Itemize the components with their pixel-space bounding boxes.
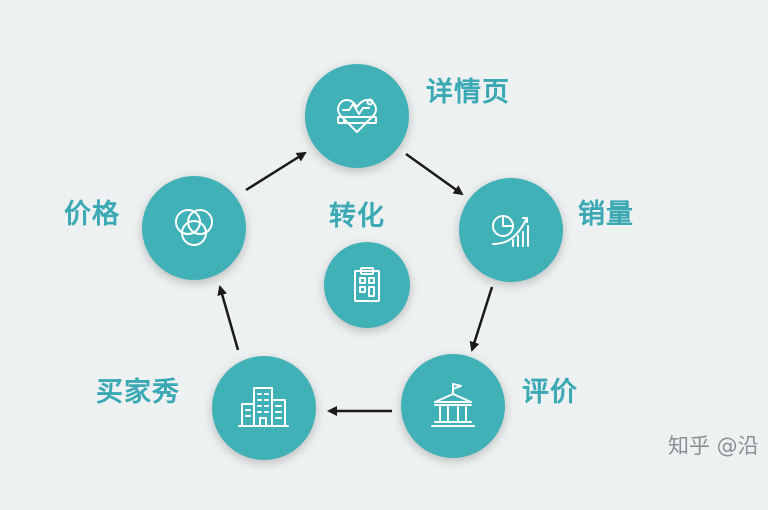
growth-chart-icon — [492, 215, 529, 247]
clipboard-icon — [354, 267, 380, 302]
node-buyer-show — [212, 356, 316, 460]
watermark: 知乎 @沿 — [668, 434, 759, 458]
arrow-detail-to-sales — [405, 152, 464, 196]
label-detail-page: 详情页 — [426, 77, 510, 108]
node-center — [324, 242, 410, 328]
node-price — [142, 176, 246, 280]
venn-circles-icon — [175, 209, 213, 246]
arrow-price-to-detail — [245, 151, 307, 192]
label-sales-volume: 销量 — [578, 199, 634, 230]
node-detail-page — [305, 64, 409, 168]
node-reviews — [401, 354, 505, 458]
label-reviews: 评价 — [522, 377, 578, 408]
heart-pen-icon — [337, 98, 377, 133]
label-price: 价格 — [64, 199, 120, 230]
arrow-sales-to-reviews — [469, 286, 494, 352]
buildings-icon — [238, 387, 289, 427]
arrow-buyer-show-to-price — [217, 285, 240, 351]
bank-building-icon — [431, 383, 475, 427]
node-sales-volume — [459, 178, 563, 282]
center-label: 转化 — [329, 201, 385, 232]
label-buyer-show: 买家秀 — [96, 377, 180, 408]
